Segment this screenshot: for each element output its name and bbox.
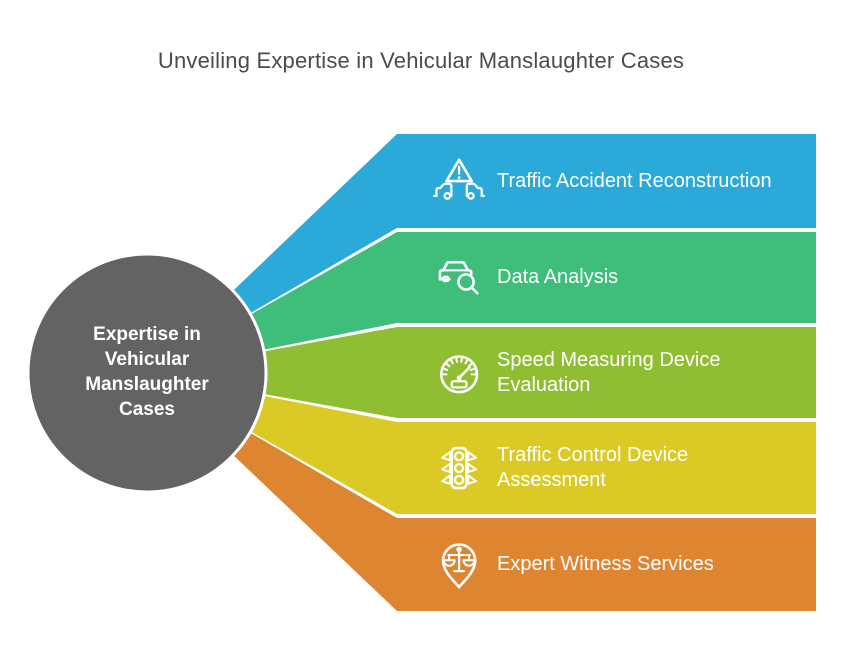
band-label-traffic-control-device-assessment: Traffic Control Device Assessment	[497, 444, 689, 491]
band-shape-speed-measuring-device-evaluation	[147, 327, 816, 418]
diagram-title: Unveiling Expertise in Vehicular Manslau…	[157, 48, 685, 73]
band-label-expert-witness-services: Expert Witness Services	[497, 553, 714, 575]
band-label-data-analysis: Data Analysis	[497, 266, 619, 288]
band-label-traffic-accident-reconstruction: Traffic Accident Reconstruction	[497, 169, 772, 192]
scales-pin-icon	[441, 543, 477, 589]
speedometer-icon	[439, 355, 479, 394]
band-shape-traffic-control-device-assessment	[147, 373, 816, 514]
band-label-speed-measuring-device-evaluation: Speed Measuring Device Evaluation	[497, 348, 721, 396]
car-magnifier-icon	[438, 260, 479, 295]
band-shape-data-analysis	[147, 232, 816, 373]
collision-warning-icon	[433, 158, 486, 200]
center-circle-label: Expertise in Vehicular Manslaughter Case…	[85, 324, 209, 420]
traffic-light-icon	[441, 446, 478, 490]
band-shape-expert-witness-services	[147, 373, 816, 611]
center-circle	[26, 252, 268, 494]
band-shape-traffic-accident-reconstruction	[147, 134, 816, 373]
